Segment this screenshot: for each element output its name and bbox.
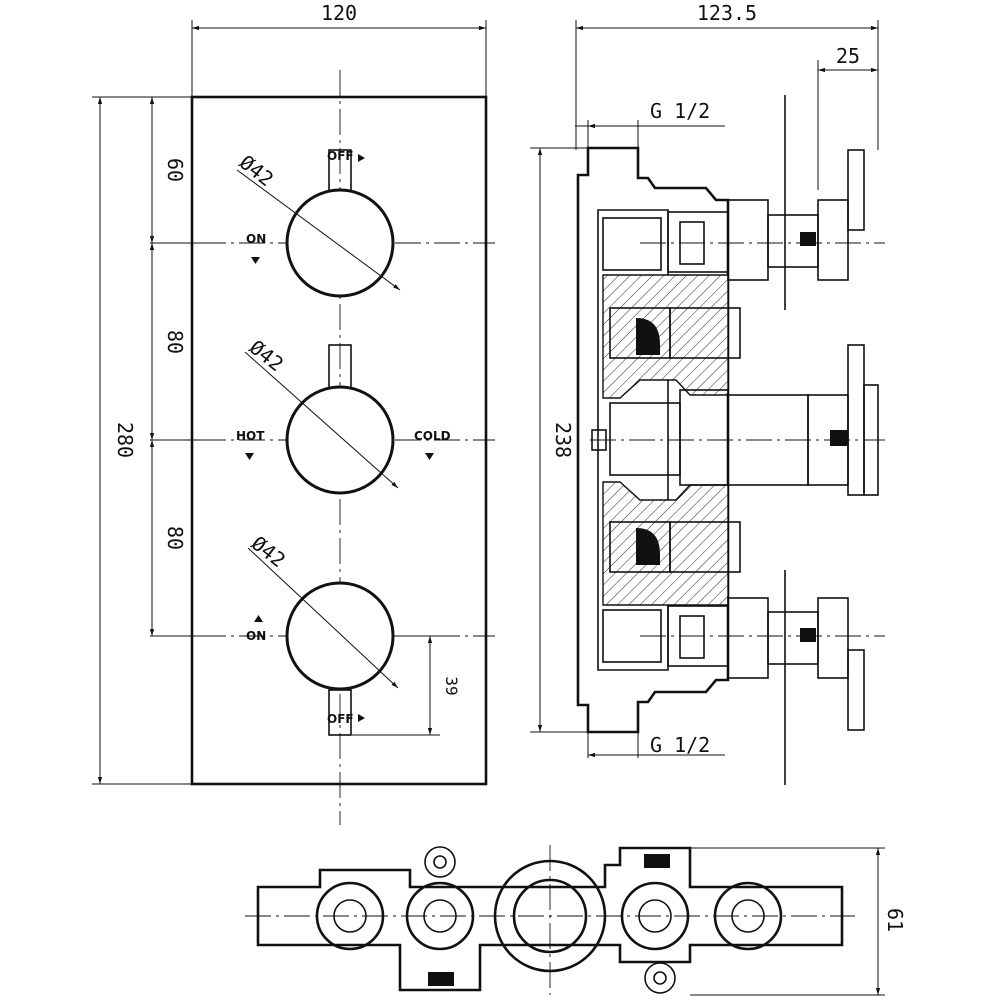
spacing-dimensions: 60 80 80: [149, 97, 200, 637]
label-off-bottom: OFF: [327, 712, 354, 726]
handle-depth-dim-text: 25: [836, 44, 860, 68]
spacing-top-text: 60: [163, 158, 187, 182]
height-dim-text: 280: [113, 422, 137, 458]
spacing-bot-text: 80: [163, 526, 187, 550]
label-on-top: ON: [246, 232, 266, 246]
side-height-dim-text: 238: [551, 422, 575, 458]
thread-top-dimension: G 1/2: [575, 99, 725, 150]
side-height-dimension: 238: [530, 147, 590, 733]
handle-depth-dimension: 25: [817, 44, 878, 190]
label-cold: COLD: [414, 429, 451, 443]
thread-bottom-dimension: G 1/2: [587, 730, 725, 758]
spacing-mid-text: 80: [163, 330, 187, 354]
bottom-height-dim-text: 61: [883, 908, 907, 932]
depth-dimension: 123.5: [575, 1, 879, 150]
knob-top-dia: Ø42: [235, 150, 278, 191]
thread-bottom-text: G 1/2: [650, 733, 710, 757]
bottom-height-dimension: 61: [690, 847, 907, 996]
depth-dim-text: 123.5: [697, 1, 757, 25]
handle-dim-text: 39: [442, 676, 461, 695]
height-dimension: 280: [92, 96, 192, 785]
valve-body: [576, 146, 730, 734]
knob-top: Ø42 OFF ON: [235, 149, 401, 298]
knob-middle: Ø42 HOT COLD: [236, 335, 451, 495]
label-on-bottom: ON: [246, 629, 266, 643]
thread-top-text: G 1/2: [650, 99, 710, 123]
label-off-top: OFF: [327, 149, 354, 163]
knob-bottom: Ø42 ON OFF: [246, 531, 399, 736]
front-view: 120 280 60 80 80 Ø42 OFF: [92, 1, 495, 825]
cartridges: [609, 95, 879, 785]
label-hot: HOT: [236, 429, 265, 443]
width-dimension: 120: [191, 1, 487, 97]
knob-bot-dia: Ø42: [247, 531, 290, 572]
width-dim-text: 120: [321, 1, 357, 25]
bottom-view: 61: [245, 845, 907, 996]
side-view: 123.5 25 G 1/2 G 1/2 238: [530, 1, 885, 785]
handle-dimension: 39: [352, 635, 461, 736]
knob-mid-dia: Ø42: [245, 335, 288, 376]
